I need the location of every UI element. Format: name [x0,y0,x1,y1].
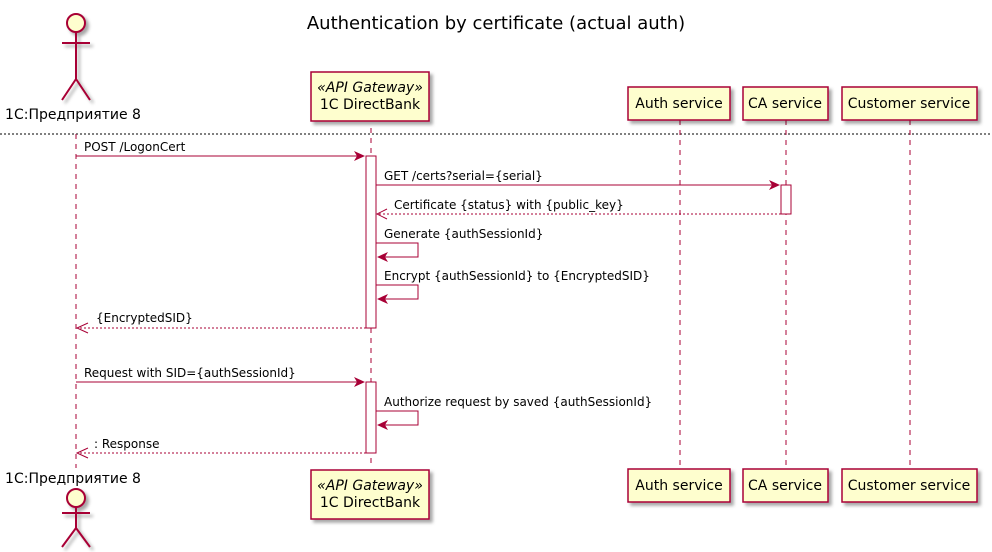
message-label: POST /LogonCert [84,140,186,154]
arrowhead [354,151,365,161]
self-message-arrow [376,242,419,258]
arrowhead [377,294,388,304]
activation-gateway-2 [365,381,377,454]
arrowhead [75,447,89,459]
message-label: GET /certs?serial={serial} [384,169,543,183]
participant-box-ca-bottom [742,468,829,503]
participant-label-customer-top: Customer service [848,96,971,112]
actor-figure-top [61,13,91,101]
participant-box-ca-top [742,86,829,121]
arrowhead [375,208,388,220]
participant-label-customer-bottom: Customer service [848,478,971,494]
self-message-arrow [376,410,419,426]
actor-figure-bottom [61,488,91,548]
arrowhead [377,252,388,262]
message-label: Request with SID={authSessionId} [84,366,296,380]
participant-stereotype-gateway-top: «API Gateway» [317,80,423,96]
participant-box-customer-bottom [841,468,978,503]
participant-box-auth-top [627,86,731,121]
participant-label-gateway-top: 1C DirectBank [320,97,421,113]
arrowhead [75,322,89,334]
message-label: Certificate {status} with {public_key} [394,198,624,212]
message-label: Encrypt {authSessionId} to {EncryptedSID… [384,269,650,283]
participant-label-gateway-bottom: 1C DirectBank [320,495,421,511]
participant-label-ca-bottom: CA service [748,478,822,494]
participant-stereotype-gateway-bottom: «API Gateway» [317,478,423,494]
participant-box-auth-bottom [627,468,731,503]
participant-box-gateway-bottom [310,469,430,520]
diagram-title: Authentication by certificate (actual au… [307,13,685,34]
self-message-arrow [376,284,419,300]
participant-label-auth-bottom: Auth service [635,478,722,494]
participant-label-auth-top: Auth service [635,96,722,112]
message-label: : Response [94,437,160,451]
participant-box-customer-top [841,86,978,121]
actor-label-bottom: 1С:Предприятие 8 [5,471,141,487]
arrowhead [377,420,388,430]
message-label: {EncryptedSID} [96,311,193,325]
actor-label-top: 1С:Предприятие 8 [5,107,141,123]
arrowhead [354,377,365,387]
message-label: Authorize request by saved {authSessionI… [384,395,652,409]
message-label: Generate {authSessionId} [384,227,543,241]
participant-label-ca-top: CA service [748,96,822,112]
arrowhead [769,180,780,190]
participant-box-gateway-top [310,71,430,122]
activation-ca [780,184,792,215]
activation-gateway-1 [365,155,377,329]
